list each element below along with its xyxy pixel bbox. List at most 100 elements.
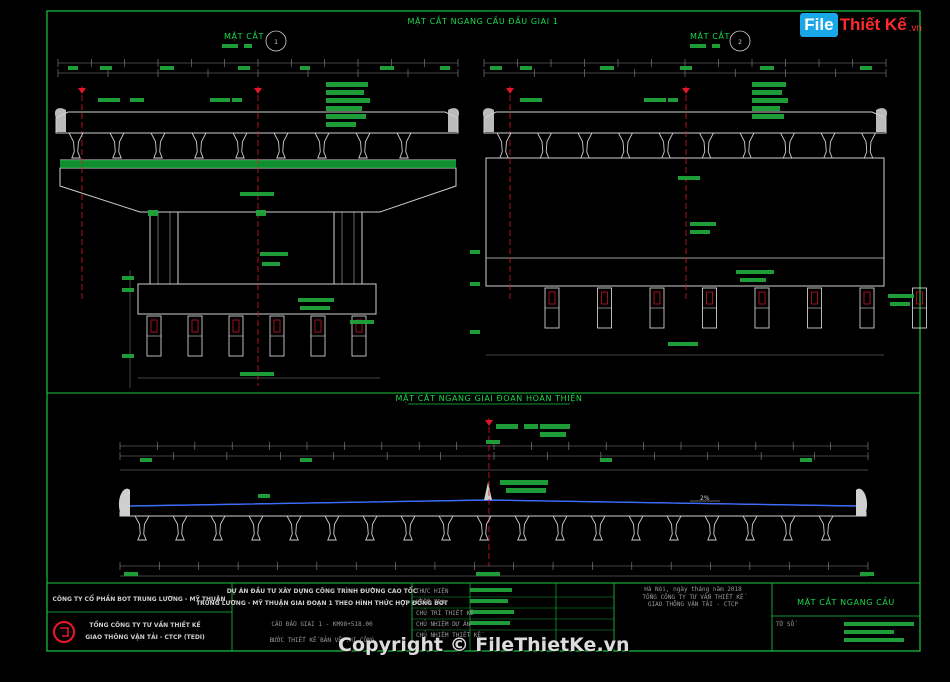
top-section-title: MẶT CẮT NGANG CẦU ĐẦU GIAI 1: [407, 14, 558, 27]
girder-finished: [628, 515, 644, 541]
pile-right-core: [758, 291, 766, 305]
company-name: CÔNG TY CỔ PHẦN BOT TRUNG LƯƠNG - MỸ THU…: [52, 594, 225, 603]
girder-right: [617, 132, 634, 159]
annotation-label-block: [350, 320, 374, 324]
annotation-label-block: [240, 192, 274, 196]
girder-left: [109, 132, 125, 159]
sheet-title: MẶT CẮT NGANG CẦU: [797, 595, 895, 608]
annotation-label-block: [520, 66, 532, 70]
annotation-label-block: [470, 599, 508, 603]
girder-left: [355, 132, 371, 159]
annotation-label-block: [122, 288, 134, 292]
girder-right: [658, 132, 674, 159]
annotation-label-block: [262, 262, 280, 266]
girder-finished: [210, 515, 226, 541]
annotation-label-block: [540, 432, 566, 437]
girder-finished: [590, 515, 606, 541]
section-circle-left: [265, 30, 287, 52]
annotation-label-block: [326, 90, 364, 95]
annotation-label-block: [258, 494, 270, 498]
pile-right-core: [601, 291, 608, 305]
annotation-label-block: [470, 250, 480, 254]
annotation-label-block: [712, 44, 720, 48]
girder-right: [860, 132, 877, 159]
consultant-line2: GIAO THÔNG VẬN TẢI - CTCP (TEDI): [85, 633, 205, 641]
pile-right-core: [548, 291, 556, 305]
sheet-number-label: TỜ SỐ: [776, 621, 797, 628]
bridge-name: CẦU ĐẦU GIAI 1 - KM98+518.00: [271, 621, 373, 628]
annotation-label-block: [470, 330, 480, 334]
annotation-label-block: [668, 98, 678, 102]
girder-right: [698, 132, 715, 159]
girder-finished: [134, 515, 150, 541]
annotation-label-block: [470, 588, 512, 592]
org-line1: TỔNG CÔNG TY TƯ VẤN THIẾT KẾ: [642, 593, 746, 601]
girder-finished: [172, 515, 188, 541]
logo-file-text: File: [800, 13, 838, 37]
annotation-label-block: [300, 66, 310, 70]
annotation-label-block: [238, 66, 250, 70]
design-stage: BƯỚC THIẾT KẾ BẢN VẼ THI CÔNG: [270, 636, 375, 644]
pile-right-core: [653, 291, 661, 305]
girder-finished: [286, 515, 302, 541]
girder-finished: [324, 515, 340, 541]
filethietke-logo: File Thiết Kế .vn: [800, 10, 922, 40]
annotation-label-block: [736, 270, 774, 274]
annotation-label-block: [752, 82, 786, 87]
annotation-label-block: [244, 44, 252, 48]
girder-finished: [514, 515, 530, 541]
girder-left: [396, 132, 412, 159]
annotation-label-block: [470, 621, 510, 625]
copyright-watermark: Copyright © FileThietKe.vn: [338, 634, 630, 656]
logo-name-text: Thiết Kế: [839, 15, 907, 34]
annotation-label-block: [540, 424, 570, 429]
annotation-label-block: [888, 294, 914, 298]
section-label-right: MẶT CẮT: [690, 29, 730, 42]
girder-finished: [362, 515, 378, 541]
annotation-label-block: [326, 82, 368, 87]
annotation-label-block: [122, 276, 134, 280]
section-num-left: 1: [274, 39, 278, 46]
annotation-label-block: [326, 106, 362, 111]
annotation-label-block: [690, 44, 706, 48]
annotation-label-block: [740, 278, 766, 282]
role-0: THỰC HIỆN: [416, 587, 449, 595]
annotation-label-block: [752, 106, 780, 111]
annotation-label-block: [690, 222, 716, 226]
role-4: CHỦ NHIỆM THIẾT KẾ: [416, 631, 484, 639]
girder-right: [536, 132, 553, 159]
girder-finished: [476, 515, 492, 541]
generated-elements: [57, 44, 927, 642]
annotation-label-block: [520, 98, 542, 102]
annotation-label-block: [300, 306, 330, 310]
annotation-label-block: [326, 122, 356, 127]
annotation-label-block: [300, 458, 312, 462]
annotation-label-block: [222, 44, 238, 48]
girder-finished: [248, 515, 264, 541]
logo-domain-text: .vn: [908, 22, 922, 34]
girder-right: [739, 132, 755, 159]
girder-left: [232, 132, 248, 159]
annotation-label-block: [124, 572, 138, 576]
annotation-label-block: [500, 480, 548, 485]
centerline-marker-icon: [254, 88, 262, 94]
annotation-label-block: [260, 252, 288, 256]
role-2: CHỦ TRÌ THIẾT KẾ: [416, 609, 477, 617]
annotation-label-block: [690, 230, 710, 234]
pile-right-core: [863, 291, 871, 305]
annotation-label-block: [210, 98, 230, 102]
girder-finished: [666, 515, 682, 541]
annotation-label-block: [860, 572, 874, 576]
annotation-label-block: [380, 66, 394, 70]
annotation-label-block: [600, 458, 612, 462]
pile-right-core: [811, 291, 818, 305]
org-line2: GIAO THÔNG VẬN TẢI - CTCP: [648, 600, 739, 608]
project-line1: DỰ ÁN ĐẦU TƯ XÂY DỰNG CÔNG TRÌNH ĐƯỜNG C…: [227, 586, 418, 595]
section-label-left: MẶT CẮT: [224, 29, 264, 42]
annotation-label-block: [496, 424, 518, 429]
centerline-marker-icon: [78, 88, 86, 94]
girder-left: [314, 132, 330, 159]
pile-left-core: [191, 319, 199, 333]
section-num-right: 2: [738, 39, 742, 46]
